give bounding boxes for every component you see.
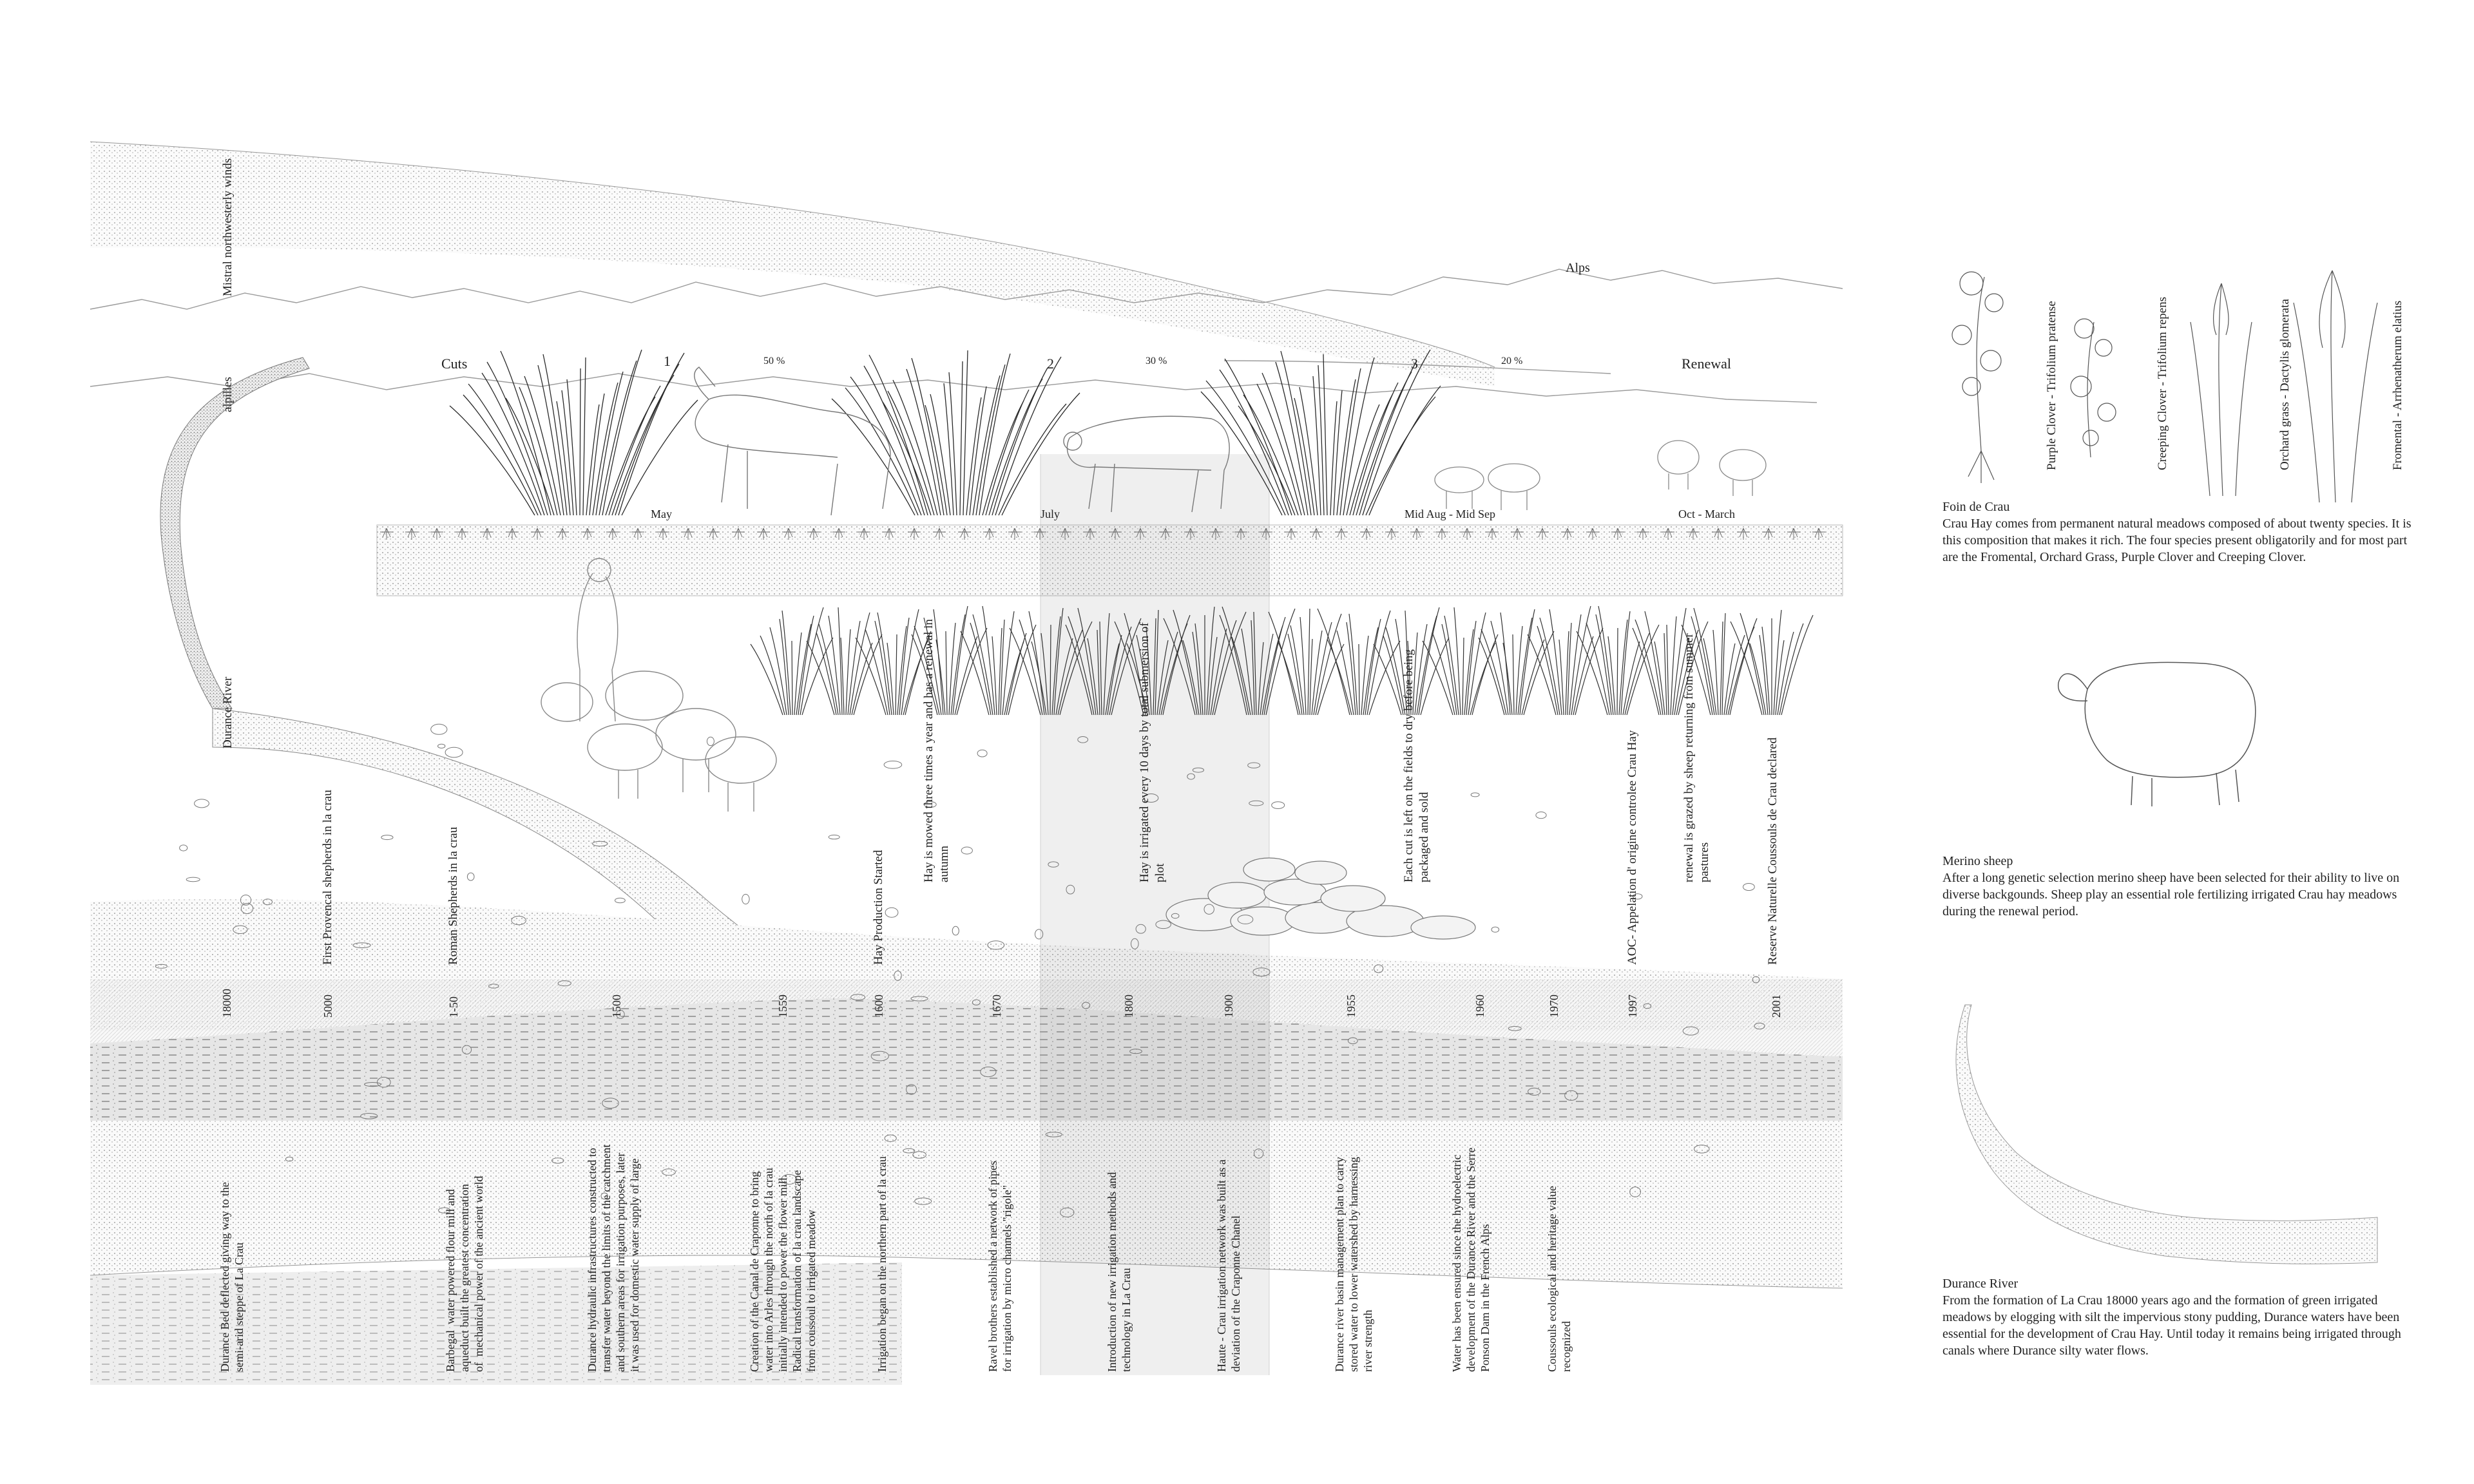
alpilles-label: alpilles bbox=[221, 377, 235, 412]
month-may: May bbox=[651, 508, 672, 520]
year-label: 1559 bbox=[776, 994, 789, 1018]
alps-mountains-outline bbox=[90, 269, 1843, 403]
year-label: 1670 bbox=[990, 994, 1003, 1018]
year-label: 1955 bbox=[1345, 994, 1357, 1018]
year-label: 1600 bbox=[872, 994, 885, 1018]
year-label: 1-50 bbox=[447, 996, 460, 1018]
note-renewal-grazed: renewal is grazed by sheep returning fro… bbox=[1682, 633, 1711, 882]
note-each-cut: Each cut is left on the fields to dry be… bbox=[1402, 649, 1431, 882]
year-label: 18000 bbox=[220, 989, 233, 1018]
month-mid-aug-sep: Mid Aug - Mid Sep bbox=[1405, 508, 1496, 520]
event-description: Haute - Crau irrigation network was buil… bbox=[1215, 1159, 1242, 1372]
event-description: Coussouls ecological and heritage value … bbox=[1546, 1186, 1573, 1372]
month-july: July bbox=[1040, 508, 1060, 520]
merino-title: Merino sheep bbox=[1942, 854, 2013, 868]
durance-title: Durance River bbox=[1942, 1277, 2019, 1291]
event-description: Introduction of new irrigation methods a… bbox=[1106, 1172, 1133, 1372]
note-first-provencal: First Provencal shepherds in la crau bbox=[321, 790, 334, 965]
year-label: 2001 bbox=[1770, 994, 1783, 1018]
plant-illustrations bbox=[1951, 270, 2378, 503]
plant-purple-clover: Purple Clover - Trifolium pratense bbox=[2045, 301, 2058, 470]
event-description: Creation of the Canal de Craponne to bri… bbox=[748, 1168, 818, 1372]
tall-grass-clumps bbox=[449, 349, 1441, 516]
note-roman: Roman Shepherds in la crau bbox=[446, 826, 460, 965]
year-label: 1500 bbox=[610, 994, 623, 1018]
stone-pile bbox=[1165, 857, 1476, 940]
event-description: Durance hydraulic infrastructures constr… bbox=[586, 1144, 641, 1372]
note-hay-mowed: Hay is mowed three times a year and has … bbox=[922, 619, 951, 882]
durance-body: From the formation of La Crau 18000 year… bbox=[1942, 1293, 2401, 1358]
meadow-soil-band bbox=[376, 524, 1843, 596]
foin-title: Foin de Crau bbox=[1942, 500, 2010, 514]
note-reserve: Reserve Naturelle Coussouls de Crau decl… bbox=[1766, 737, 1779, 965]
year-label: 1900 bbox=[1222, 994, 1235, 1018]
year-label: 1800 bbox=[1122, 994, 1135, 1018]
year-label: 5000 bbox=[321, 994, 334, 1018]
note-hay-irrigated: Hay is irrigated every 10 days by total … bbox=[1138, 622, 1167, 882]
note-hay-production: Hay Production Started bbox=[872, 850, 885, 965]
cut-3-label: 3 bbox=[1411, 356, 1418, 372]
event-description: Irrigation began on the northern part of… bbox=[876, 1156, 888, 1372]
year-label: 1970 bbox=[1548, 994, 1560, 1018]
mistral-wind-band bbox=[90, 141, 1495, 386]
cuts-label: Cuts bbox=[441, 356, 468, 372]
plant-creeping-clover: Creeping Clover - Trifolium repens bbox=[2156, 296, 2169, 470]
durance-river-illustration bbox=[1955, 1004, 2378, 1264]
ground-strata bbox=[90, 899, 1843, 1385]
month-oct-march: Oct - March bbox=[1678, 508, 1735, 520]
grass-row bbox=[750, 605, 1814, 716]
event-description: Durance river basin management plan to c… bbox=[1333, 1157, 1374, 1372]
foin-body: Crau Hay comes from permanent natural me… bbox=[1942, 517, 2412, 564]
event-description: Durance Bed deflected giving way to the … bbox=[218, 1182, 245, 1372]
plant-orchard-grass: Orchard grass - Dactylis glomerata bbox=[2278, 299, 2292, 470]
cut-1-percent: 50 % bbox=[763, 356, 785, 366]
event-description: Barbegal water powered flour mill and aq… bbox=[444, 1175, 485, 1372]
alps-label: Alps bbox=[1566, 261, 1590, 275]
cut-2-label: 2 bbox=[1047, 356, 1054, 372]
year-label: 1997 bbox=[1626, 994, 1639, 1018]
year-label: 1960 bbox=[1473, 994, 1486, 1018]
renewal-label: Renewal bbox=[1682, 356, 1731, 372]
merino-sheep-illustration bbox=[2058, 661, 2256, 806]
event-description: Water has been ensured since the hydroel… bbox=[1450, 1147, 1491, 1372]
cow-drawing bbox=[1063, 415, 1230, 513]
scattered-pebbles bbox=[155, 723, 1765, 1218]
plant-fromental: Fromental - Arrhenatherum elatius bbox=[2391, 300, 2404, 470]
cut-1-label: 1 bbox=[664, 353, 671, 369]
shepherd-flock-drawing bbox=[541, 558, 777, 812]
cut-3-percent: 20 % bbox=[1501, 356, 1523, 366]
cut-2-percent: 30 % bbox=[1146, 356, 1167, 366]
durance-river-label: Durance River bbox=[221, 676, 235, 748]
horse-drawing bbox=[694, 366, 891, 516]
sheep-group-small bbox=[1434, 440, 1767, 510]
event-description: Ravel brothers established a network of … bbox=[986, 1161, 1013, 1372]
merino-body: After a long genetic selection merino sh… bbox=[1942, 871, 2400, 918]
note-aoc: AOC- Appelation d' origine controlee Cra… bbox=[1625, 730, 1639, 965]
mistral-label: Mistral northwesterly winds bbox=[221, 158, 235, 296]
meadow-roots bbox=[380, 528, 1825, 540]
